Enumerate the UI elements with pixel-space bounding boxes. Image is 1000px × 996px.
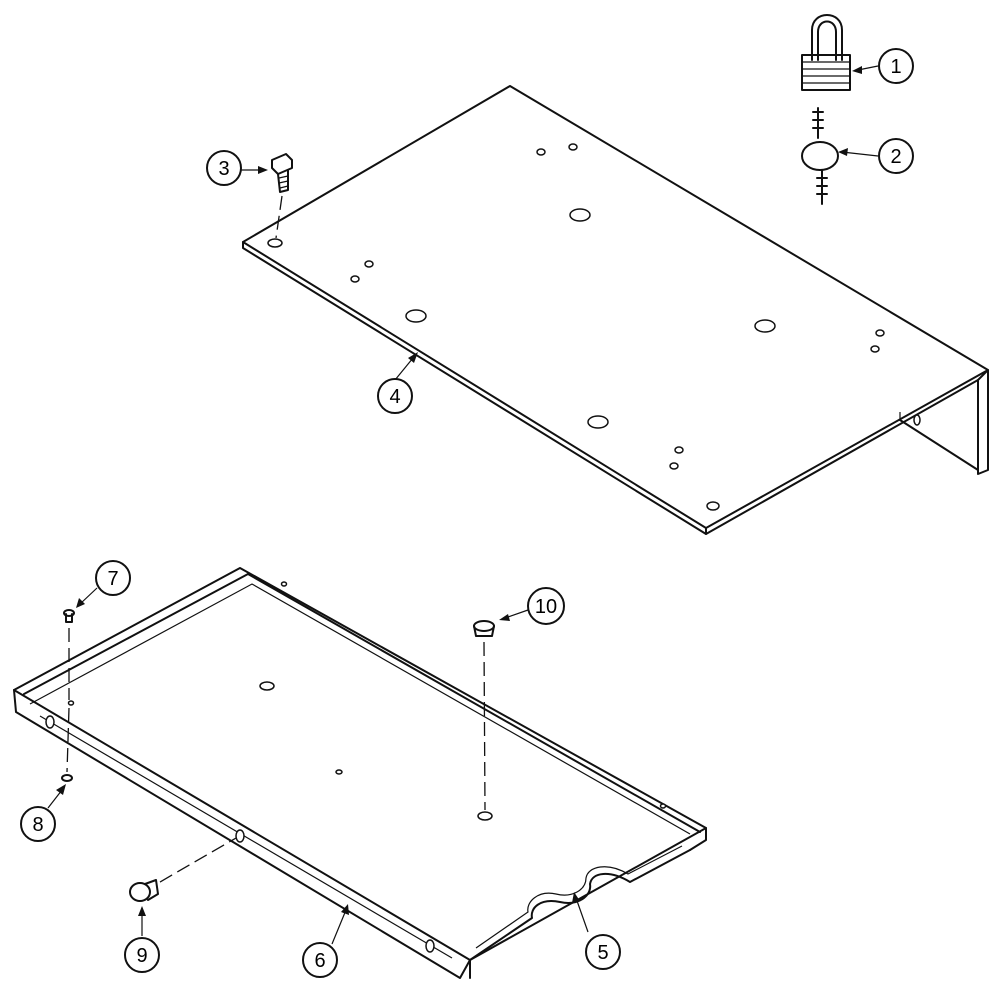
bolt-icon [271, 153, 293, 193]
svg-text:8: 8 [32, 814, 43, 836]
svg-text:7: 7 [107, 568, 118, 590]
keys-icon [801, 107, 839, 205]
washer-icon [61, 774, 73, 782]
svg-text:1: 1 [890, 56, 901, 78]
svg-text:9: 9 [136, 945, 147, 967]
callout-7: 7 [95, 560, 131, 596]
knob-icon [129, 879, 159, 902]
svg-text:6: 6 [314, 950, 325, 972]
callout-4: 4 [377, 378, 413, 414]
bolt-guide-line [275, 195, 283, 239]
leader-lines [47, 65, 879, 945]
upper-plate [242, 85, 989, 535]
svg-text:4: 4 [389, 386, 400, 408]
screw-icon [63, 609, 75, 623]
lower-plate [13, 567, 707, 979]
callout-3: 3 [206, 150, 242, 186]
knob-guide-line [159, 837, 237, 883]
svg-text:3: 3 [218, 158, 229, 180]
callout-10: 10 [527, 587, 565, 625]
padlock-icon [801, 14, 851, 91]
callout-5: 5 [585, 934, 621, 970]
svg-text:2: 2 [890, 146, 901, 168]
plug-icon [473, 620, 495, 637]
svg-text:10: 10 [535, 596, 557, 618]
callout-2: 2 [878, 138, 914, 174]
callout-8: 8 [20, 806, 56, 842]
callout-6: 6 [302, 942, 338, 978]
callout-1: 1 [878, 48, 914, 84]
plug-guide-line [483, 641, 486, 811]
svg-text:5: 5 [597, 942, 608, 964]
callout-9: 9 [124, 937, 160, 973]
washer-guide-line [66, 707, 70, 773]
